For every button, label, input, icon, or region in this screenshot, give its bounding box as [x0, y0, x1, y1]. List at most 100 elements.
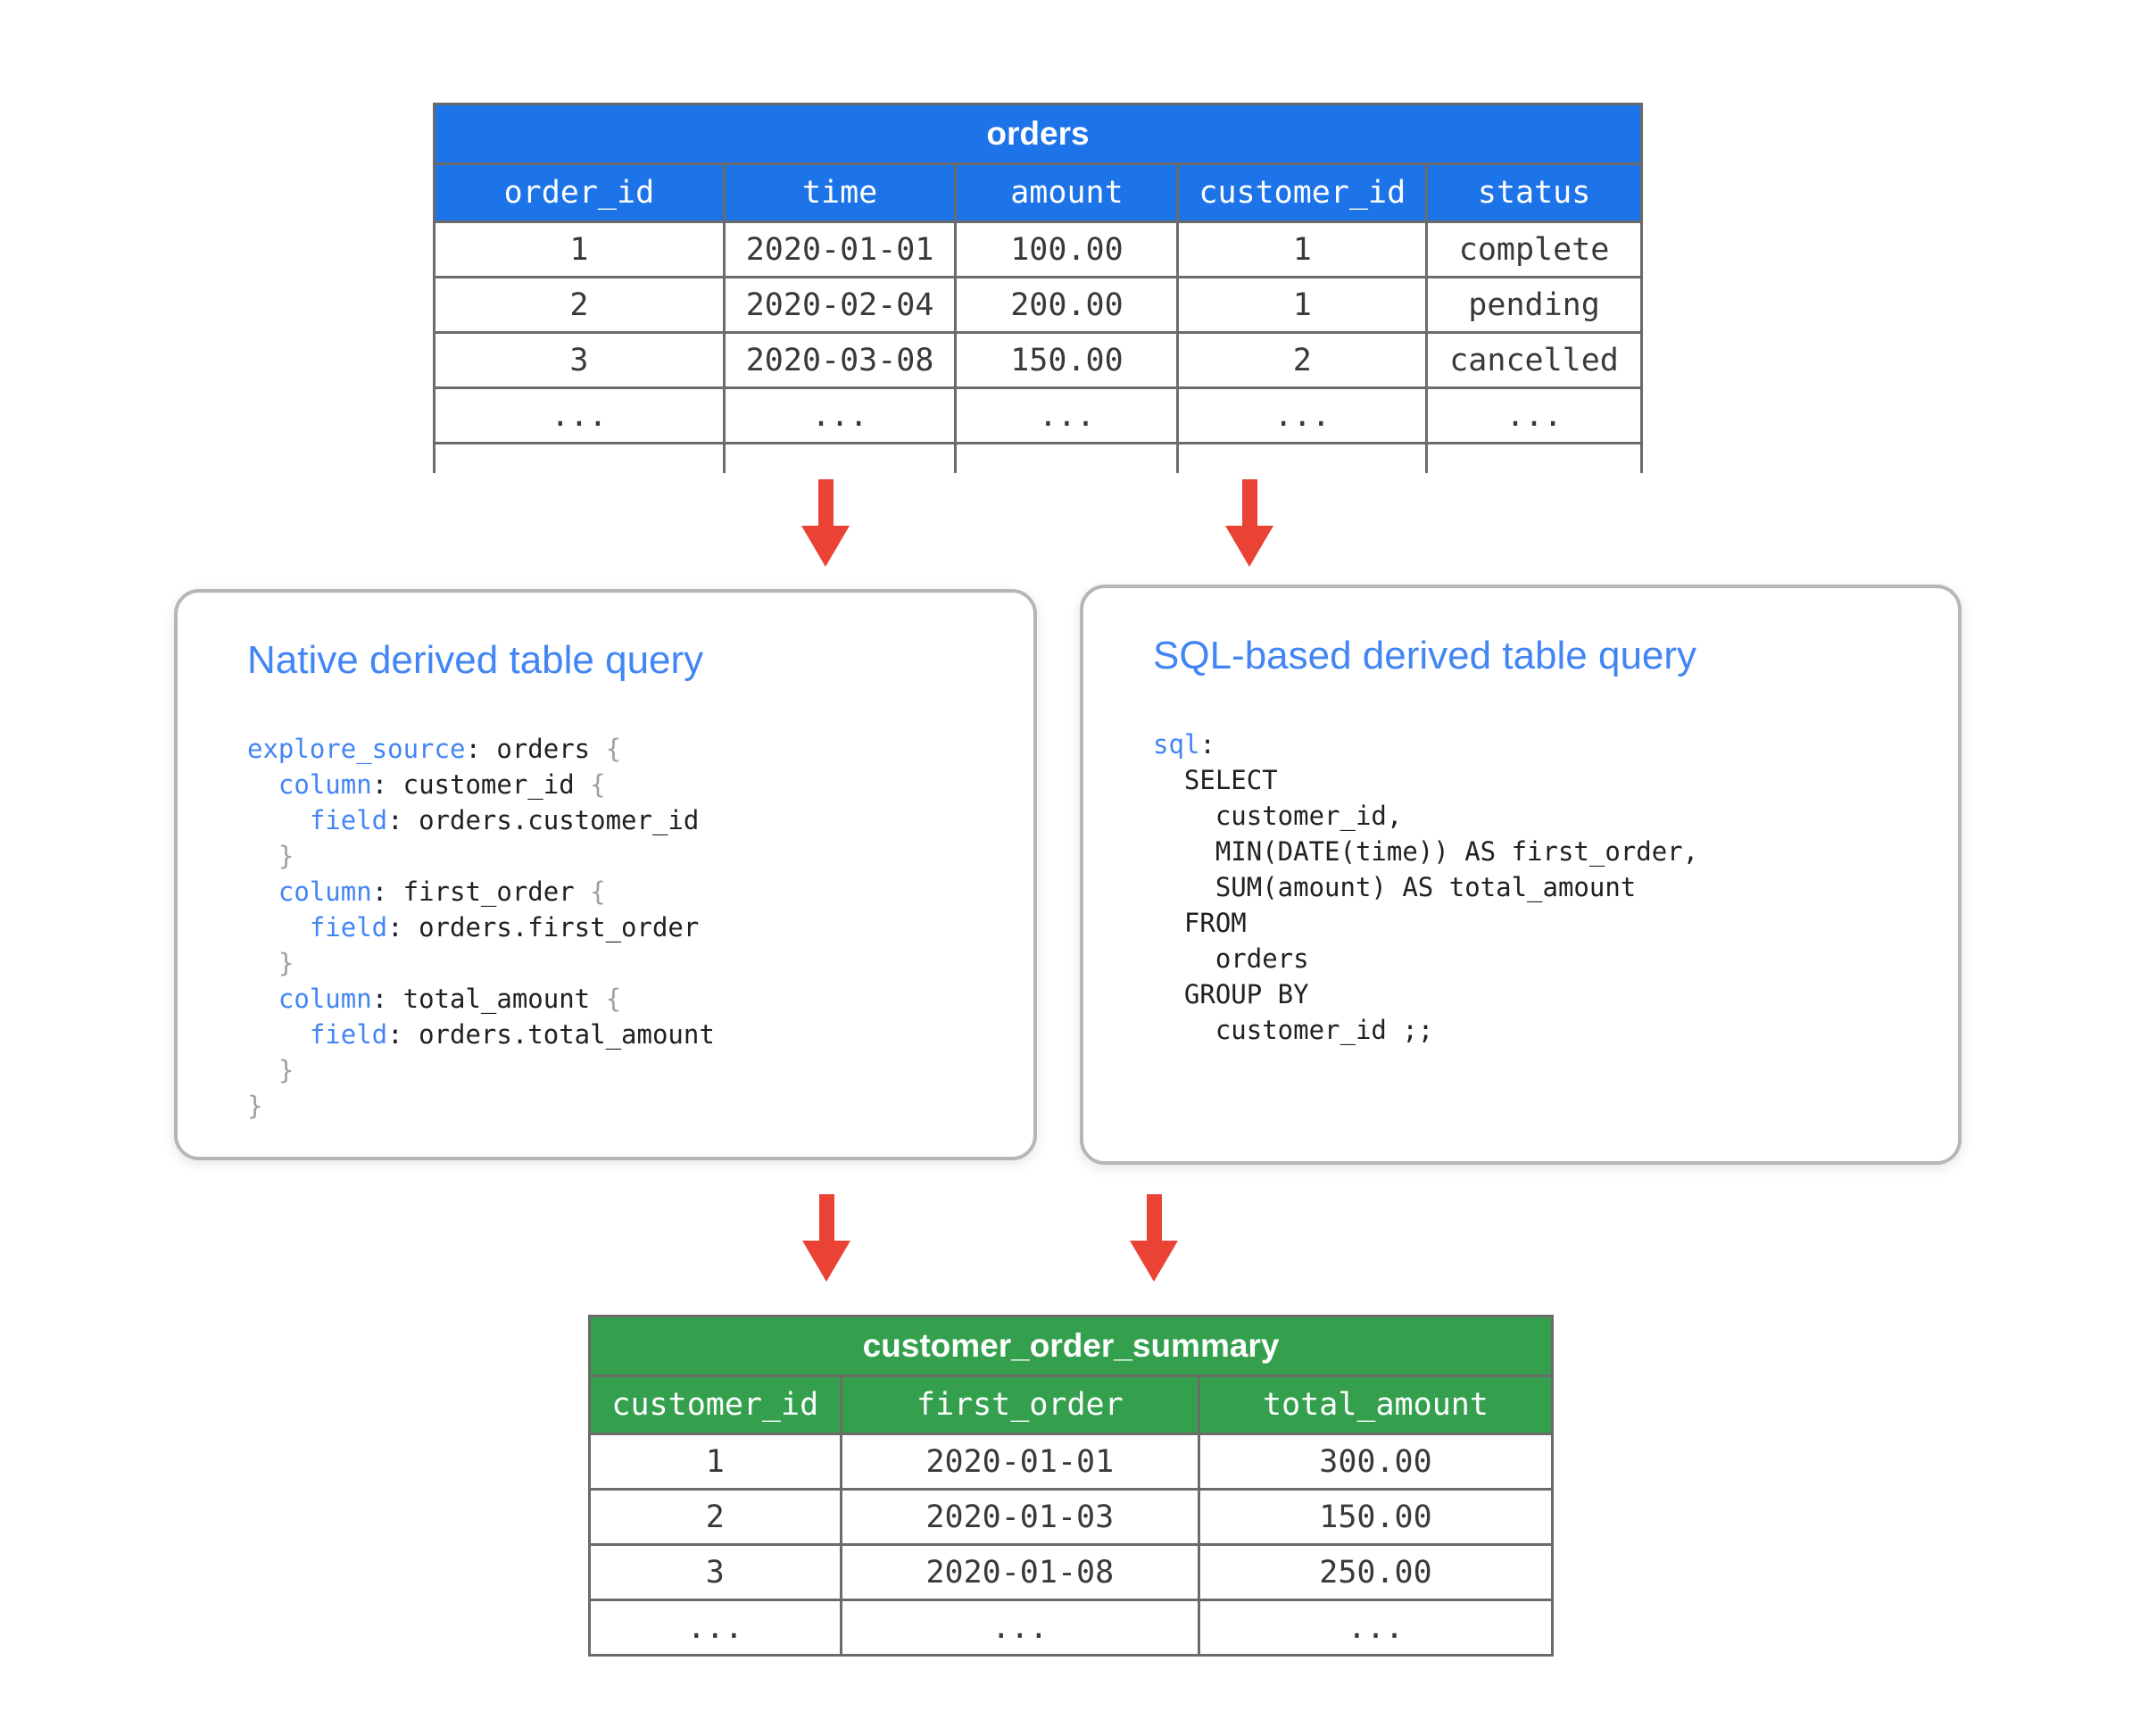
table-cell: 3 [433, 331, 726, 389]
code-line: SUM(amount) AS total_amount [1153, 871, 1637, 902]
down-arrow-icon [1130, 1194, 1178, 1282]
column-header: time [722, 162, 958, 223]
code-line: } [278, 840, 294, 871]
table-cell [1425, 442, 1643, 473]
column-header: amount [954, 162, 1180, 223]
table-row: ......... [588, 1599, 1555, 1657]
table-cell: ... [954, 386, 1180, 444]
down-arrow-icon [801, 479, 850, 567]
table-cell: 250.00 [1197, 1543, 1555, 1601]
arrow-stem [1241, 479, 1257, 526]
arrow-stem [817, 479, 834, 526]
arrow-head [1130, 1241, 1178, 1282]
code-line: field: orders.customer_id [309, 804, 700, 835]
code-line: sql: [1153, 728, 1215, 760]
table-cell: 100.00 [954, 220, 1180, 278]
down-arrow-icon [802, 1194, 850, 1282]
code-line: GROUP BY [1153, 978, 1309, 1009]
code-line: field: orders.first_order [309, 911, 700, 943]
orders-table-title-row: orders [433, 103, 1643, 165]
table-cell: 2020-01-01 [722, 220, 958, 278]
table-cell: 2 [588, 1488, 842, 1546]
table-cell: 1 [1176, 276, 1429, 334]
code-line: field: orders.total_amount [309, 1018, 715, 1050]
arrow-head [1225, 526, 1273, 567]
table-cell: 3 [588, 1543, 842, 1601]
arrow-stem [818, 1194, 834, 1241]
table-cell: ... [722, 386, 958, 444]
column-header: customer_id [588, 1375, 842, 1435]
native-box-title: Native derived table query [247, 638, 704, 682]
orders-table-title: orders [433, 103, 1643, 165]
column-header: status [1425, 162, 1643, 223]
table-cell: ... [839, 1599, 1200, 1657]
code-line: explore_source: orders { [247, 733, 622, 764]
table-cell: 2020-01-01 [839, 1433, 1200, 1491]
native-lookml-code-block: explore_source: orders { column: custome… [247, 731, 998, 1124]
table-cell: pending [1425, 276, 1643, 334]
table-cell: 1 [588, 1433, 842, 1491]
table-cell: ... [433, 386, 726, 444]
table-cell [433, 442, 726, 473]
code-line: column: customer_id { [278, 768, 606, 800]
code-line: } [278, 1054, 294, 1085]
table-cell [954, 442, 1180, 473]
table-cell: ... [588, 1599, 842, 1657]
table-row [433, 442, 1643, 473]
arrow-head [801, 526, 850, 567]
code-line: } [278, 947, 294, 978]
table-cell: 2020-01-08 [839, 1543, 1200, 1601]
column-header: order_id [433, 162, 726, 223]
native-derived-table-query-box: Native derived table query explore_sourc… [174, 589, 1037, 1160]
code-line: SELECT [1153, 764, 1278, 795]
table-cell: ... [1425, 386, 1643, 444]
sql-box-title: SQL-based derived table query [1153, 634, 1697, 677]
code-line: orders [1153, 943, 1309, 974]
table-cell: 300.00 [1197, 1433, 1555, 1491]
table-cell: cancelled [1425, 331, 1643, 389]
table-cell [1176, 442, 1429, 473]
code-line: MIN(DATE(time)) AS first_order, [1153, 835, 1699, 867]
arrow-head [802, 1241, 850, 1282]
table-cell: 2 [1176, 331, 1429, 389]
summary-table-title: customer_order_summary [588, 1315, 1554, 1377]
table-cell: 2020-01-03 [839, 1488, 1200, 1546]
code-line: column: total_amount { [278, 983, 622, 1014]
table-cell: 2020-02-04 [722, 276, 958, 334]
table-cell: 2 [433, 276, 726, 334]
code-line: } [247, 1090, 263, 1121]
code-line: column: first_order { [278, 876, 606, 907]
code-line: customer_id, [1153, 800, 1403, 831]
sql-code-block: sql: SELECT customer_id, MIN(DATE(time))… [1153, 727, 1922, 1048]
table-row: ............... [433, 386, 1643, 444]
table-cell: ... [1176, 386, 1429, 444]
column-header: first_order [839, 1375, 1200, 1435]
code-line: customer_id ;; [1153, 1014, 1434, 1045]
table-cell [722, 442, 958, 473]
column-header: customer_id [1176, 162, 1429, 223]
summary-table-title-row: customer_order_summary [588, 1315, 1554, 1377]
table-cell: ... [1197, 1599, 1555, 1657]
sql-derived-table-query-box: SQL-based derived table query sql: SELEC… [1080, 585, 1962, 1165]
table-cell: 200.00 [954, 276, 1180, 334]
table-cell: 150.00 [1197, 1488, 1555, 1546]
code-line: FROM [1153, 907, 1247, 938]
table-cell: 1 [1176, 220, 1429, 278]
column-header: total_amount [1197, 1375, 1555, 1435]
table-cell: 2020-03-08 [722, 331, 958, 389]
